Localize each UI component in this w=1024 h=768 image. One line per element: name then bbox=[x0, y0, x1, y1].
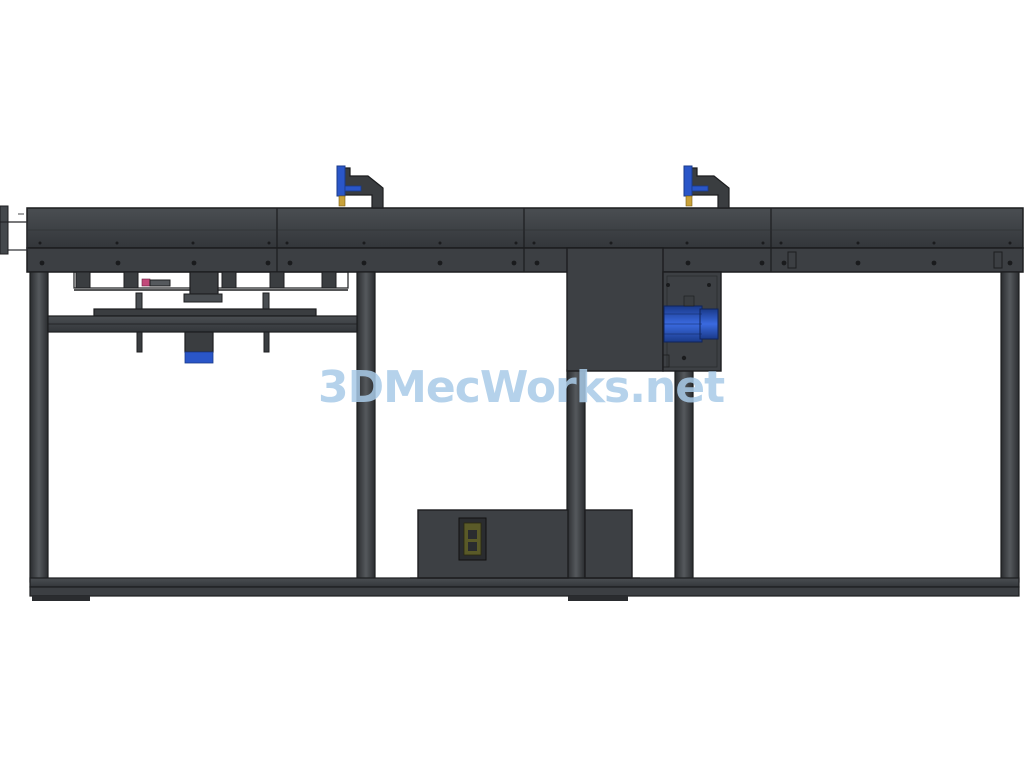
drive-enclosure bbox=[566, 247, 722, 372]
post-center bbox=[566, 369, 586, 583]
rocker-switch-icon bbox=[458, 517, 487, 561]
tooling-head bbox=[47, 271, 358, 364]
left-end-bracket bbox=[0, 205, 28, 255]
c-clamp-icon bbox=[336, 165, 346, 197]
vertical-posts bbox=[29, 271, 1020, 583]
foot-left bbox=[32, 596, 90, 601]
foot-center bbox=[568, 596, 628, 601]
left-clamp bbox=[336, 165, 384, 209]
right-clamp bbox=[683, 165, 730, 209]
post-center-right bbox=[674, 369, 694, 583]
bottom-rail bbox=[29, 577, 1020, 601]
servo-motor-icon bbox=[663, 295, 719, 343]
top-beam-upper bbox=[26, 207, 1024, 249]
control-box bbox=[410, 509, 640, 579]
post-center-left bbox=[356, 271, 376, 583]
top-beam bbox=[26, 207, 1024, 273]
connector bbox=[141, 278, 151, 287]
post-left bbox=[29, 271, 49, 583]
top-beam-lower bbox=[26, 247, 1024, 273]
c-clamp-icon bbox=[683, 165, 693, 197]
post-right bbox=[1000, 271, 1020, 583]
